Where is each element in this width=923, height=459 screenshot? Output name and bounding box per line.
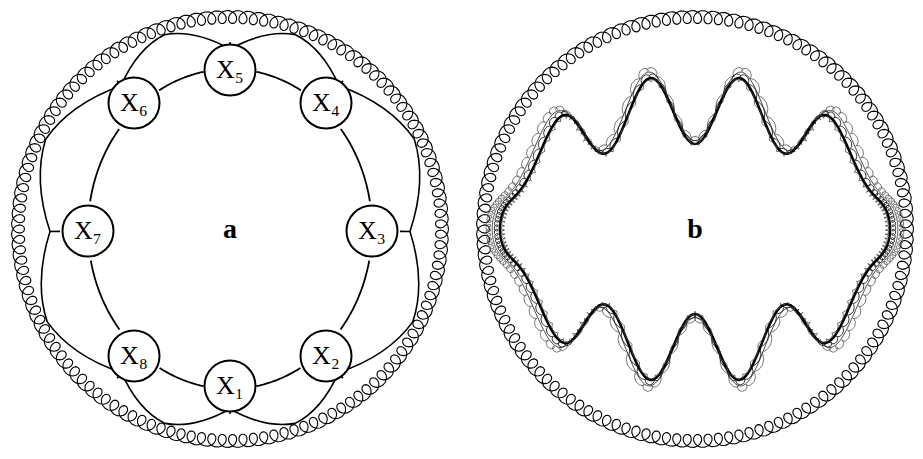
variable-circle: X₅ bbox=[203, 43, 257, 97]
ring-connector bbox=[341, 129, 370, 201]
node-label: X₇ bbox=[74, 218, 102, 244]
circle-shape bbox=[301, 331, 352, 382]
ring-connector bbox=[256, 368, 300, 386]
wave-contour bbox=[486, 68, 904, 392]
circle-shape bbox=[109, 331, 160, 382]
ring-connector bbox=[256, 72, 301, 91]
circle-shape bbox=[301, 78, 352, 129]
ring-connector bbox=[341, 261, 370, 330]
node-label: X₂ bbox=[312, 343, 340, 369]
circle-shape bbox=[205, 45, 256, 96]
variable-circle: X₇ bbox=[61, 204, 115, 258]
variable-circle: X₆ bbox=[107, 76, 161, 130]
coil-ring bbox=[12, 11, 449, 448]
circle-shape bbox=[109, 78, 160, 129]
wave-contour bbox=[502, 80, 889, 379]
circle-shape bbox=[347, 206, 398, 257]
panel-letter: a bbox=[223, 215, 237, 243]
circle-shape bbox=[205, 361, 256, 412]
variable-circle: X₁ bbox=[203, 359, 257, 413]
ring-connector bbox=[160, 368, 204, 386]
spoke-line bbox=[400, 231, 410, 233]
wave-contour bbox=[492, 72, 898, 386]
node-label: X₄ bbox=[312, 90, 340, 116]
node-label: X₈ bbox=[120, 343, 148, 369]
node-label: X₅ bbox=[216, 57, 244, 83]
panel-letter: b bbox=[687, 215, 703, 243]
node-label: X₆ bbox=[120, 90, 148, 116]
wave-contour bbox=[494, 74, 895, 385]
node-label: X₃ bbox=[358, 218, 386, 244]
variable-circle: X₈ bbox=[107, 329, 161, 383]
circle-shape bbox=[63, 206, 114, 257]
wave-contour bbox=[500, 78, 890, 380]
ring-connector bbox=[90, 129, 119, 201]
variable-circle: X₂ bbox=[299, 329, 353, 383]
coil-ring bbox=[477, 11, 914, 448]
variable-circle: X₃ bbox=[345, 204, 399, 258]
spoke-line bbox=[50, 231, 60, 233]
node-label: X₁ bbox=[216, 373, 244, 399]
variable-circle: X₄ bbox=[299, 76, 353, 130]
ring-connector bbox=[91, 261, 120, 330]
ring-connector bbox=[159, 72, 204, 91]
